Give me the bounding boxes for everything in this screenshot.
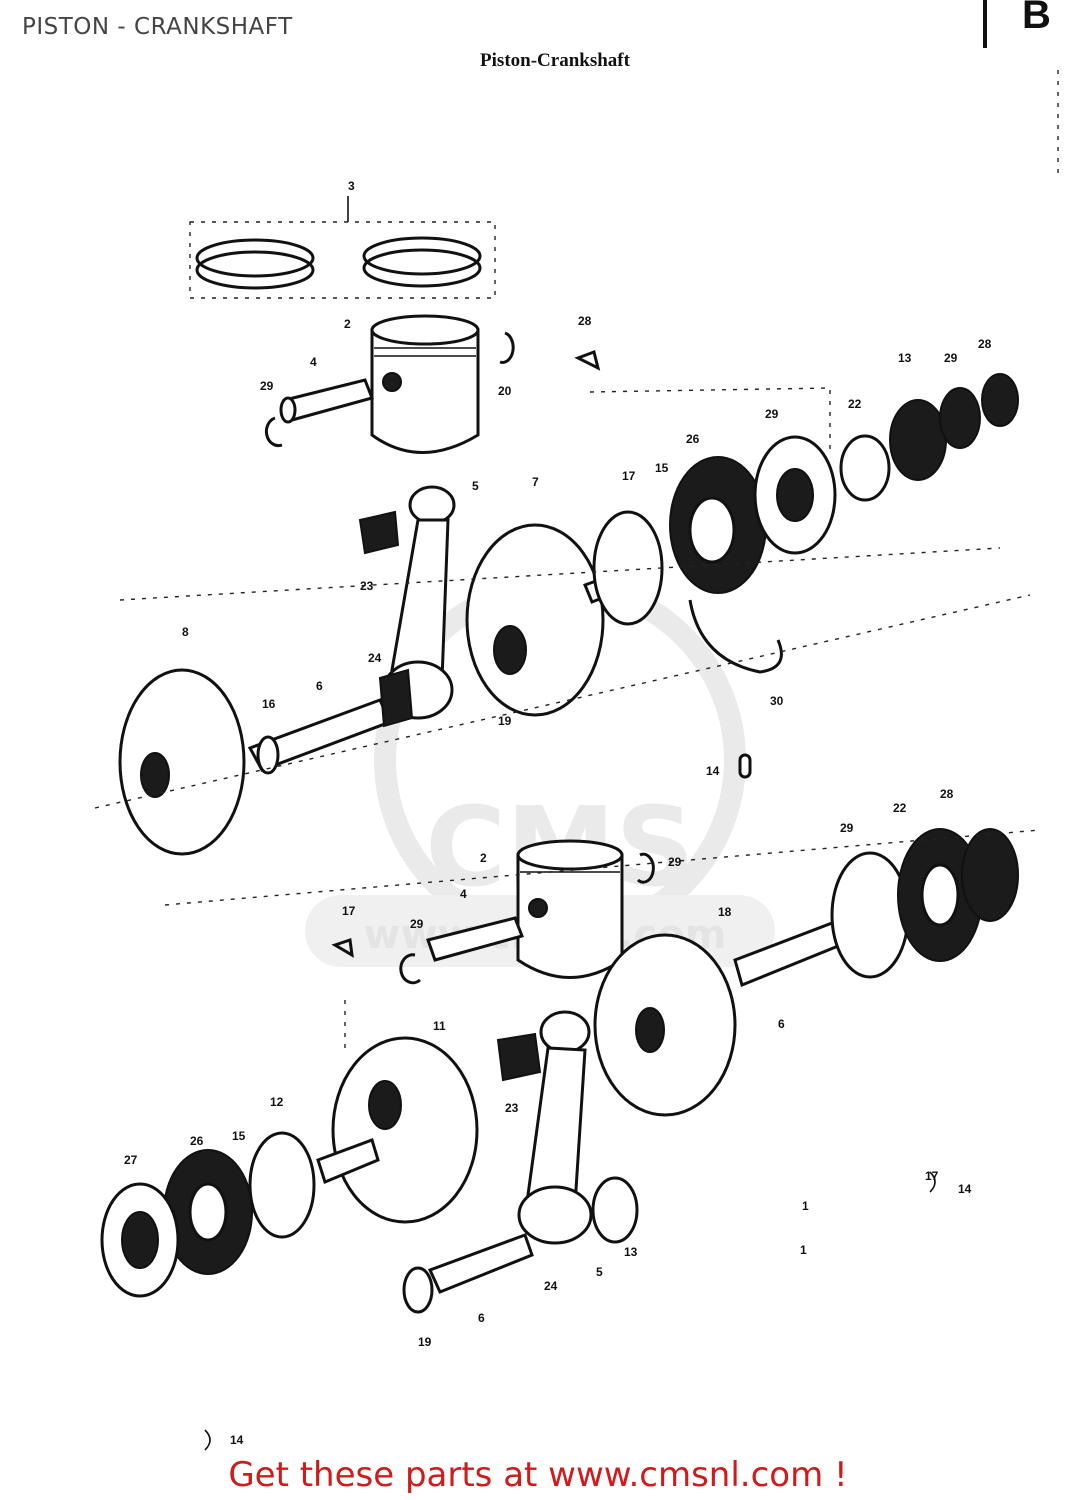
callout-label: 28 xyxy=(940,787,954,801)
callout-label: 13 xyxy=(898,351,912,365)
callout-label: 6 xyxy=(778,1017,785,1031)
dowel-pin-icon xyxy=(204,753,936,1451)
main-bearing-upper xyxy=(669,373,1019,594)
callout-label: 27 xyxy=(124,1153,138,1167)
corner-page-mark: B xyxy=(983,0,1059,180)
callout-label: 29 xyxy=(840,821,854,835)
callout-label: 5 xyxy=(472,479,479,493)
callout-label: 26 xyxy=(190,1134,204,1148)
callout-label: 23 xyxy=(360,579,374,593)
callout-label: 29 xyxy=(944,351,958,365)
part-number-labels: 3 2 4 29 20 28 13 29 28 22 29 26 17 15 5… xyxy=(124,179,992,1447)
svg-text:B: B xyxy=(1022,0,1051,37)
callout-label: 12 xyxy=(270,1095,284,1109)
piston-lower xyxy=(399,839,655,985)
crankshaft-lower xyxy=(100,828,1019,1298)
callout-label: 17 xyxy=(342,904,356,918)
circlip-icon xyxy=(264,331,601,448)
get-parts-link[interactable]: Get these parts at www.cmsnl.com ! xyxy=(228,1455,848,1495)
callout-label: 1 xyxy=(802,1199,809,1213)
callout-label: 15 xyxy=(655,461,669,475)
oil-seal-ring xyxy=(688,599,783,674)
axis-line xyxy=(119,547,1001,601)
callout-label: 22 xyxy=(893,801,907,815)
connecting-rod-lower xyxy=(402,1010,639,1314)
piston-pin-upper xyxy=(279,378,375,424)
callout-label: 6 xyxy=(316,679,323,693)
piston-ring-set xyxy=(189,196,496,299)
callout-label: 13 xyxy=(624,1245,638,1259)
callout-label: 11 xyxy=(433,1019,446,1033)
callout-label: 3 xyxy=(348,179,355,193)
callout-label: 15 xyxy=(232,1129,246,1143)
page-title: PISTON - CRANKSHAFT xyxy=(22,14,293,40)
callout-label: 22 xyxy=(848,397,862,411)
diagram-heading: Piston-Crankshaft xyxy=(480,50,631,71)
callout-label: 24 xyxy=(544,1279,558,1293)
callout-label: 17 xyxy=(622,469,636,483)
callout-label: 7 xyxy=(532,475,539,489)
callout-label: 29 xyxy=(260,379,274,393)
callout-label: 14 xyxy=(230,1433,244,1447)
callout-label: 20 xyxy=(498,384,512,398)
callout-label: 4 xyxy=(460,887,467,901)
callout-label: 2 xyxy=(480,851,487,865)
callout-label: 30 xyxy=(770,694,784,708)
callout-label: 8 xyxy=(182,625,189,639)
callout-label: 4 xyxy=(310,355,317,369)
callout-label: 28 xyxy=(578,314,592,328)
callout-label: 2 xyxy=(344,317,351,331)
crankshaft-upper xyxy=(118,510,664,856)
callout-label: 24 xyxy=(368,651,382,665)
callout-label: 29 xyxy=(668,855,682,869)
axis-line xyxy=(164,829,1041,906)
connecting-rod-upper xyxy=(358,485,456,728)
callout-label: 6 xyxy=(478,1311,485,1325)
leader-line xyxy=(589,387,831,455)
callout-label: 1 xyxy=(800,1243,807,1257)
callout-label: 14 xyxy=(958,1182,972,1196)
callout-label: 19 xyxy=(498,714,512,728)
callout-label: 26 xyxy=(686,432,700,446)
callout-label: 18 xyxy=(718,905,732,919)
callout-label: 29 xyxy=(410,917,424,931)
piston-upper xyxy=(370,314,480,454)
callout-label: 29 xyxy=(765,407,779,421)
callout-label: 14 xyxy=(706,764,720,778)
callout-label: 16 xyxy=(262,697,276,711)
callout-label: 19 xyxy=(418,1335,432,1349)
callout-label: 28 xyxy=(978,337,992,351)
callout-label: 17 xyxy=(925,1169,939,1183)
callout-label: 5 xyxy=(596,1265,603,1279)
callout-label: 23 xyxy=(505,1101,519,1115)
